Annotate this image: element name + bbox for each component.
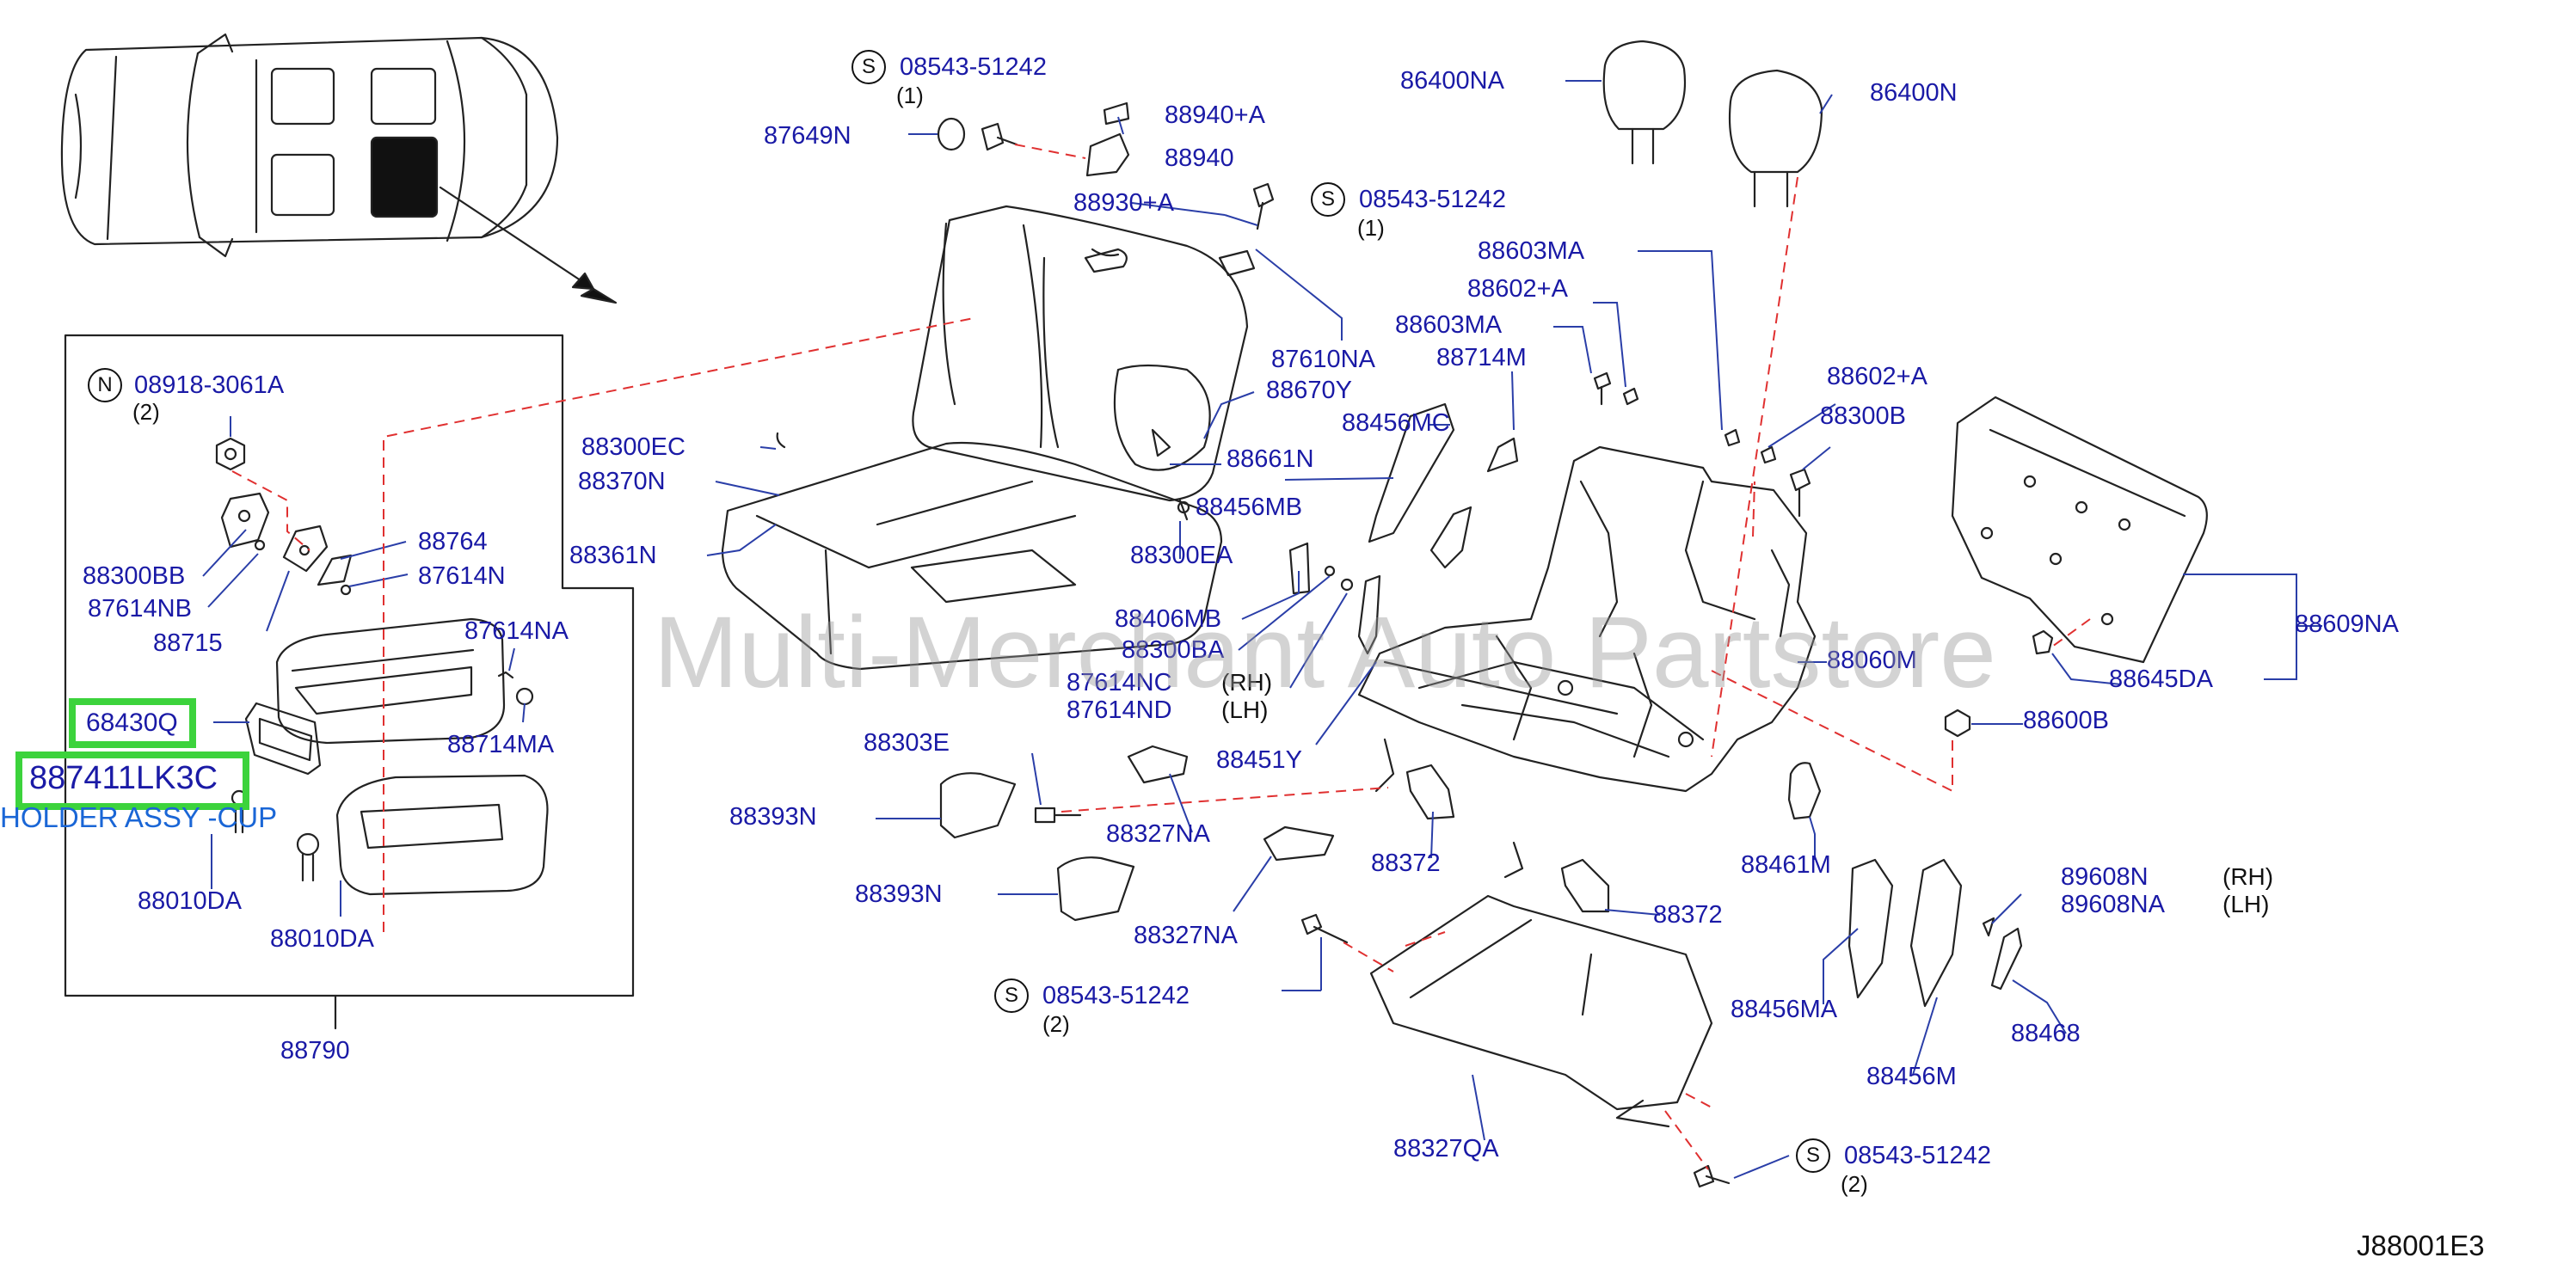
part-label[interactable]: 88010DA xyxy=(138,887,242,915)
part-label[interactable]: 87649N xyxy=(764,122,851,150)
fastener-part-number[interactable]: 08543-51242 xyxy=(900,53,1047,81)
part-label[interactable]: 88456MA xyxy=(1731,996,1838,1023)
part-label[interactable]: 88468 xyxy=(2011,1020,2081,1047)
back-board xyxy=(1951,396,2208,664)
part-label[interactable]: 88372 xyxy=(1653,901,1723,929)
fastener-symbol-s: S xyxy=(851,50,886,84)
part-label[interactable]: 87614ND xyxy=(1067,696,1172,724)
part-label[interactable]: 88372 xyxy=(1371,850,1441,877)
part-label[interactable]: 88602+A xyxy=(1827,363,1927,390)
assembly-lines xyxy=(231,144,2091,1170)
part-label[interactable]: 88303E xyxy=(864,729,950,757)
part-label[interactable]: 88300BB xyxy=(83,562,186,590)
leader-lines xyxy=(202,80,2322,1179)
part-label[interactable]: 88060M xyxy=(1827,647,1917,674)
part-label[interactable]: 88456MC xyxy=(1342,409,1450,437)
part-label[interactable]: 88764 xyxy=(418,528,488,555)
part-label[interactable]: 88461M xyxy=(1741,851,1831,879)
headrests xyxy=(1602,40,1823,208)
part-label[interactable]: 89608NA xyxy=(2061,891,2165,918)
fastener-symbol-s: S xyxy=(994,978,1029,1013)
highlighted-part-number[interactable]: 68430Q xyxy=(86,709,178,737)
fastener-part-number[interactable]: 08543-51242 xyxy=(1359,186,1506,213)
part-label[interactable]: 88940+A xyxy=(1165,101,1265,129)
part-label[interactable]: 88456M xyxy=(1866,1063,1957,1090)
fastener-symbol-s: S xyxy=(1311,182,1345,217)
fastener-symbol-n: N xyxy=(88,368,122,402)
seat-frame xyxy=(1357,445,1817,879)
part-label[interactable]: 88406MB xyxy=(1115,605,1222,633)
part-label[interactable]: 88714MA xyxy=(447,731,555,758)
fastener-part-number[interactable]: 08543-51242 xyxy=(1042,982,1190,1009)
part-label[interactable]: 88451Y xyxy=(1216,746,1302,774)
part-label[interactable]: 87610NA xyxy=(1271,346,1375,373)
fastener-quantity: (2) xyxy=(1042,1011,1070,1037)
highlighted-part-number[interactable]: 887411LK3C xyxy=(29,760,218,796)
diagram-code: J88001E3 xyxy=(2357,1230,2485,1261)
part-label[interactable]: 88300EA xyxy=(1130,542,1233,569)
part-label[interactable]: 88670Y xyxy=(1266,377,1352,404)
part-label[interactable]: 88300EC xyxy=(581,433,685,461)
fastener-part-number[interactable]: 08543-51242 xyxy=(1844,1142,1991,1169)
vehicle-locator-illustration xyxy=(60,33,618,304)
part-label[interactable]: 88456MB xyxy=(1196,494,1303,521)
armrest-parts xyxy=(215,437,549,896)
part-label[interactable]: 88393N xyxy=(729,803,817,831)
part-label[interactable]: 88715 xyxy=(153,629,223,657)
highlight-box-68430q xyxy=(69,698,196,748)
part-label[interactable]: 88370N xyxy=(578,468,666,495)
armrest-group-frame xyxy=(64,334,635,1030)
part-label[interactable]: 86400N xyxy=(1870,79,1958,107)
part-label[interactable]: 88603MA xyxy=(1395,311,1503,339)
part-label[interactable]: 88327NA xyxy=(1106,820,1210,848)
part-label[interactable]: 88327NA xyxy=(1134,922,1238,949)
part-label[interactable]: 86400NA xyxy=(1400,67,1504,95)
fastener-symbol-s: S xyxy=(1796,1138,1830,1173)
part-label[interactable]: 88300BA xyxy=(1122,636,1225,664)
fastener-quantity: (2) xyxy=(132,399,160,425)
part-label[interactable]: 88603MA xyxy=(1478,237,1585,265)
part-label[interactable]: 88010DA xyxy=(270,925,374,953)
fastener-part-number[interactable]: 08918-3061A xyxy=(134,371,285,399)
watermark: Multi-Merchant Auto Partstore xyxy=(654,596,1996,709)
part-label[interactable]: 88714M xyxy=(1436,344,1527,371)
seat-assembly xyxy=(721,205,1249,671)
part-label[interactable]: 87614NB xyxy=(88,595,192,623)
part-label[interactable]: 88327QA xyxy=(1393,1135,1499,1163)
fastener-quantity: (2) xyxy=(1841,1171,1868,1197)
part-label[interactable]: 88609NA xyxy=(2295,610,2399,638)
fastener-quantity: (1) xyxy=(896,83,924,108)
part-label[interactable]: 88393N xyxy=(855,880,943,908)
side-note-rh: (RH) xyxy=(2222,863,2274,890)
highlighted-seat-position xyxy=(370,136,439,218)
part-label[interactable]: 87614N xyxy=(418,562,506,590)
part-label[interactable]: 88940 xyxy=(1165,144,1234,172)
part-label[interactable]: 87614NC xyxy=(1067,669,1172,696)
part-label[interactable]: 88930+A xyxy=(1073,189,1174,217)
highlighted-part-description: HOLDER ASSY -CUP xyxy=(0,801,278,833)
part-label[interactable]: 88790 xyxy=(280,1037,350,1064)
part-label[interactable]: 88645DA xyxy=(2109,666,2213,693)
highlight-box-887411lk3c xyxy=(15,751,249,810)
part-label[interactable]: 88602+A xyxy=(1467,275,1568,303)
part-label[interactable]: 89608N xyxy=(2061,863,2149,891)
side-note-lh: (LH) xyxy=(1221,696,1269,723)
part-label[interactable]: 87614NA xyxy=(464,617,569,645)
side-note-lh: (LH) xyxy=(2222,891,2270,917)
part-label[interactable]: 88600B xyxy=(2023,707,2109,734)
trim-parts xyxy=(937,101,2054,1188)
part-label[interactable]: 88661N xyxy=(1227,445,1314,473)
part-label[interactable]: 88361N xyxy=(569,542,657,569)
fastener-quantity: (1) xyxy=(1357,215,1385,241)
side-note-rh: (RH) xyxy=(1221,669,1273,696)
part-label[interactable]: 88300B xyxy=(1820,402,1906,430)
